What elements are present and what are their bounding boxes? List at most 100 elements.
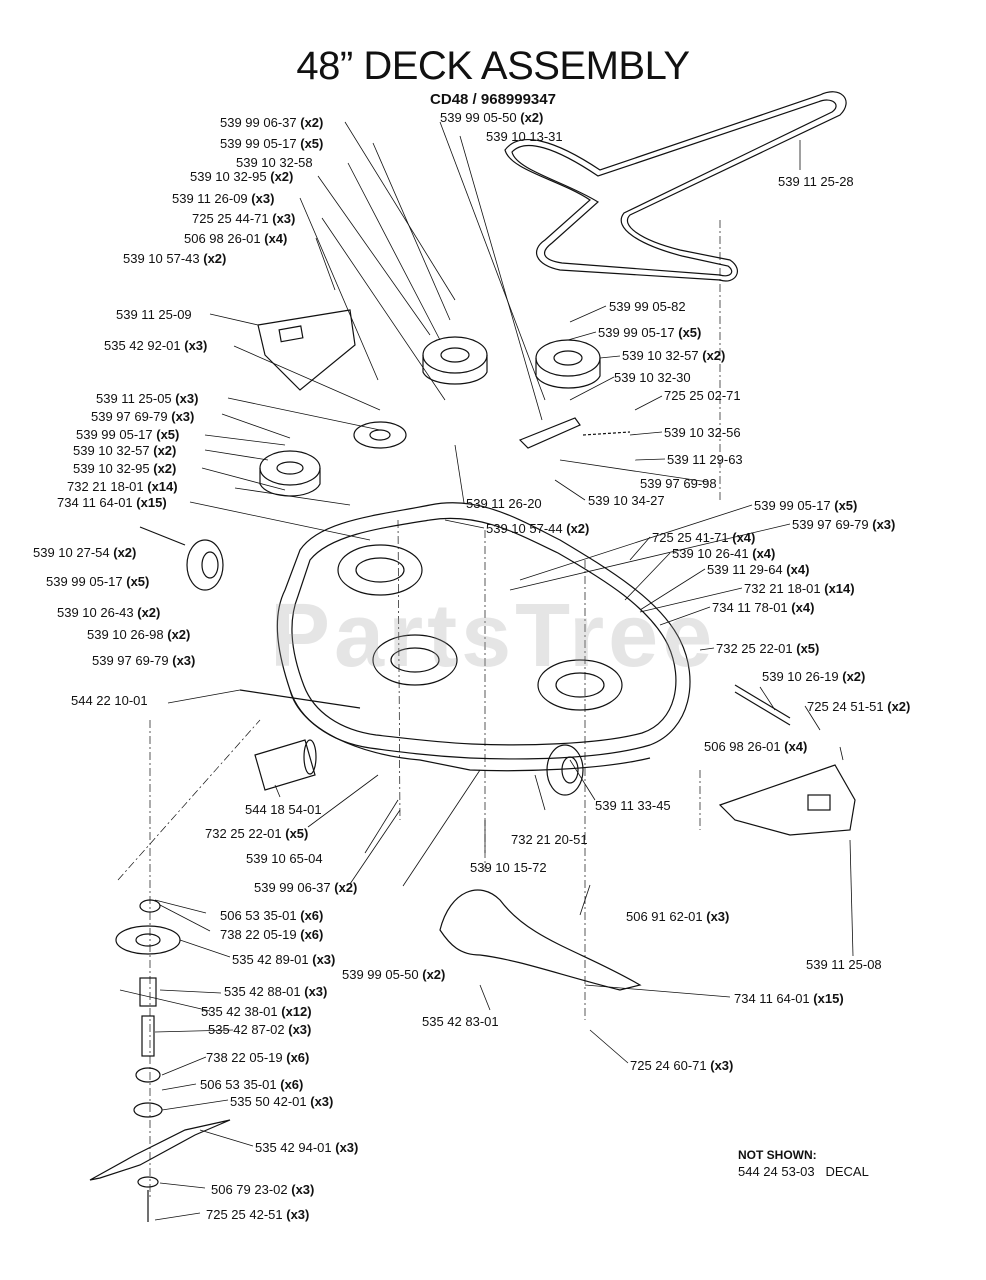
- belt: [504, 91, 847, 282]
- part-qty: (x3): [291, 1182, 315, 1197]
- part-label[interactable]: 535 42 83-01: [422, 1014, 499, 1029]
- part-qty: (x2): [167, 627, 191, 642]
- part-label[interactable]: 539 11 29-63: [667, 452, 743, 467]
- part-label[interactable]: 725 24 60-71 (x3): [630, 1058, 733, 1073]
- part-label[interactable]: 539 99 05-50 (x2): [342, 967, 445, 982]
- part-label[interactable]: 539 99 05-50 (x2): [440, 110, 543, 125]
- part-label[interactable]: 535 42 87-02 (x3): [208, 1022, 311, 1037]
- part-label[interactable]: 725 25 41-71 (x4): [652, 530, 755, 545]
- part-label[interactable]: 725 25 42-51 (x3): [206, 1207, 309, 1222]
- part-label[interactable]: 539 11 25-28: [778, 174, 854, 189]
- part-label[interactable]: 539 10 13-31: [486, 129, 563, 144]
- part-label[interactable]: 535 42 38-01 (x12): [201, 1004, 312, 1019]
- part-label[interactable]: 539 99 05-17 (x5): [598, 325, 701, 340]
- part-qty: (x5): [300, 136, 324, 151]
- part-label[interactable]: 725 25 44-71 (x3): [192, 211, 295, 226]
- part-number: 539 99 06-37: [254, 880, 331, 895]
- part-label[interactable]: 539 10 26-19 (x2): [762, 669, 865, 684]
- part-label[interactable]: 539 10 34-27: [588, 493, 665, 508]
- part-label[interactable]: 535 42 94-01 (x3): [255, 1140, 358, 1155]
- part-label[interactable]: 539 10 57-44 (x2): [486, 521, 589, 536]
- part-label[interactable]: 539 97 69-98: [640, 476, 717, 491]
- part-label[interactable]: 539 10 32-95 (x2): [73, 461, 176, 476]
- part-number: 539 99 05-17: [754, 498, 831, 513]
- part-label[interactable]: 732 25 22-01 (x5): [716, 641, 819, 656]
- part-label[interactable]: 738 22 05-19 (x6): [220, 927, 323, 942]
- part-label[interactable]: 539 11 26-09 (x3): [172, 191, 274, 206]
- part-label[interactable]: 535 42 92-01 (x3): [104, 338, 207, 353]
- spindle-left: [337, 544, 423, 596]
- part-label[interactable]: 539 10 27-54 (x2): [33, 545, 136, 560]
- part-label[interactable]: 734 11 64-01 (x15): [734, 991, 844, 1006]
- part-label[interactable]: 539 97 69-79 (x3): [91, 409, 194, 424]
- part-label[interactable]: 539 10 32-58: [236, 155, 313, 170]
- part-label[interactable]: 506 53 35-01 (x6): [220, 908, 323, 923]
- part-label[interactable]: 539 11 26-20: [466, 496, 542, 511]
- part-label[interactable]: 506 79 23-02 (x3): [211, 1182, 314, 1197]
- part-label[interactable]: 539 99 05-17 (x5): [220, 136, 323, 151]
- part-label[interactable]: 734 11 64-01 (x15): [57, 495, 167, 510]
- part-number: 539 99 05-82: [609, 299, 686, 314]
- part-label[interactable]: 734 11 78-01 (x4): [712, 600, 814, 615]
- part-label[interactable]: 539 10 32-30: [614, 370, 691, 385]
- not-shown-entry: 544 24 53-03 DECAL: [738, 1164, 869, 1179]
- part-qty: (x3): [304, 984, 328, 999]
- part-label[interactable]: 539 10 26-41 (x4): [672, 546, 775, 561]
- part-label[interactable]: 539 99 05-82: [609, 299, 686, 314]
- part-label[interactable]: 506 91 62-01 (x3): [626, 909, 729, 924]
- part-label[interactable]: 539 10 57-43 (x2): [123, 251, 226, 266]
- page-subtitle: CD48 / 968999347: [430, 91, 556, 108]
- part-qty: (x4): [784, 739, 808, 754]
- part-label[interactable]: 539 99 05-17 (x5): [46, 574, 149, 589]
- part-label[interactable]: 539 10 65-04: [246, 851, 323, 866]
- part-label[interactable]: 544 18 54-01: [245, 802, 322, 817]
- part-label[interactable]: 535 42 89-01 (x3): [232, 952, 335, 967]
- part-label[interactable]: 539 11 25-05 (x3): [96, 391, 198, 406]
- part-label[interactable]: 539 10 26-98 (x2): [87, 627, 190, 642]
- part-label[interactable]: 539 99 05-17 (x5): [76, 427, 179, 442]
- part-label[interactable]: 539 10 26-43 (x2): [57, 605, 160, 620]
- part-label[interactable]: 732 21 18-01 (x14): [67, 479, 178, 494]
- part-label[interactable]: 506 98 26-01 (x4): [704, 739, 807, 754]
- part-label[interactable]: 539 99 05-17 (x5): [754, 498, 857, 513]
- part-qty: (x5): [126, 574, 150, 589]
- part-label[interactable]: 539 99 06-37 (x2): [220, 115, 323, 130]
- part-number: 732 21 18-01: [744, 581, 821, 596]
- part-qty: (x2): [842, 669, 866, 684]
- part-label[interactable]: 738 22 05-19 (x6): [206, 1050, 309, 1065]
- part-label[interactable]: 539 10 32-95 (x2): [190, 169, 293, 184]
- part-number: 506 98 26-01: [184, 231, 261, 246]
- part-qty: (x3): [172, 653, 196, 668]
- pulley-top-right: [535, 339, 601, 377]
- part-number: 725 25 41-71: [652, 530, 729, 545]
- part-number: 535 50 42-01: [230, 1094, 307, 1109]
- spring: [582, 431, 631, 436]
- part-label[interactable]: 732 25 22-01 (x5): [205, 826, 308, 841]
- part-qty: (x2): [113, 545, 137, 560]
- part-qty: (x3): [710, 1058, 734, 1073]
- part-label[interactable]: 539 11 25-09: [116, 307, 192, 322]
- part-label[interactable]: 539 10 32-57 (x2): [73, 443, 176, 458]
- part-label[interactable]: 539 10 15-72: [470, 860, 547, 875]
- part-label[interactable]: 539 10 32-57 (x2): [622, 348, 725, 363]
- part-label[interactable]: 725 25 02-71: [664, 388, 741, 403]
- part-label[interactable]: 539 11 25-08: [806, 957, 882, 972]
- part-label[interactable]: 539 99 06-37 (x2): [254, 880, 357, 895]
- part-label[interactable]: 725 24 51-51 (x2): [807, 699, 910, 714]
- part-label[interactable]: 544 22 10-01: [71, 693, 148, 708]
- part-label[interactable]: 539 97 69-79 (x3): [792, 517, 895, 532]
- part-label[interactable]: 535 50 42-01 (x3): [230, 1094, 333, 1109]
- part-label[interactable]: 732 21 20-51: [511, 832, 588, 847]
- part-qty: (x2): [270, 169, 294, 184]
- part-label[interactable]: 539 11 33-45: [595, 798, 671, 813]
- part-label[interactable]: 539 10 32-56: [664, 425, 741, 440]
- part-qty: (x3): [184, 338, 208, 353]
- part-label[interactable]: 506 53 35-01 (x6): [200, 1077, 303, 1092]
- part-label[interactable]: 732 21 18-01 (x14): [744, 581, 855, 596]
- part-label[interactable]: 535 42 88-01 (x3): [224, 984, 327, 999]
- part-label[interactable]: 539 97 69-79 (x3): [92, 653, 195, 668]
- part-label[interactable]: 506 98 26-01 (x4): [184, 231, 287, 246]
- part-number: 725 25 42-51: [206, 1207, 283, 1222]
- part-label[interactable]: 539 11 29-64 (x4): [707, 562, 809, 577]
- part-qty: (x2): [153, 443, 177, 458]
